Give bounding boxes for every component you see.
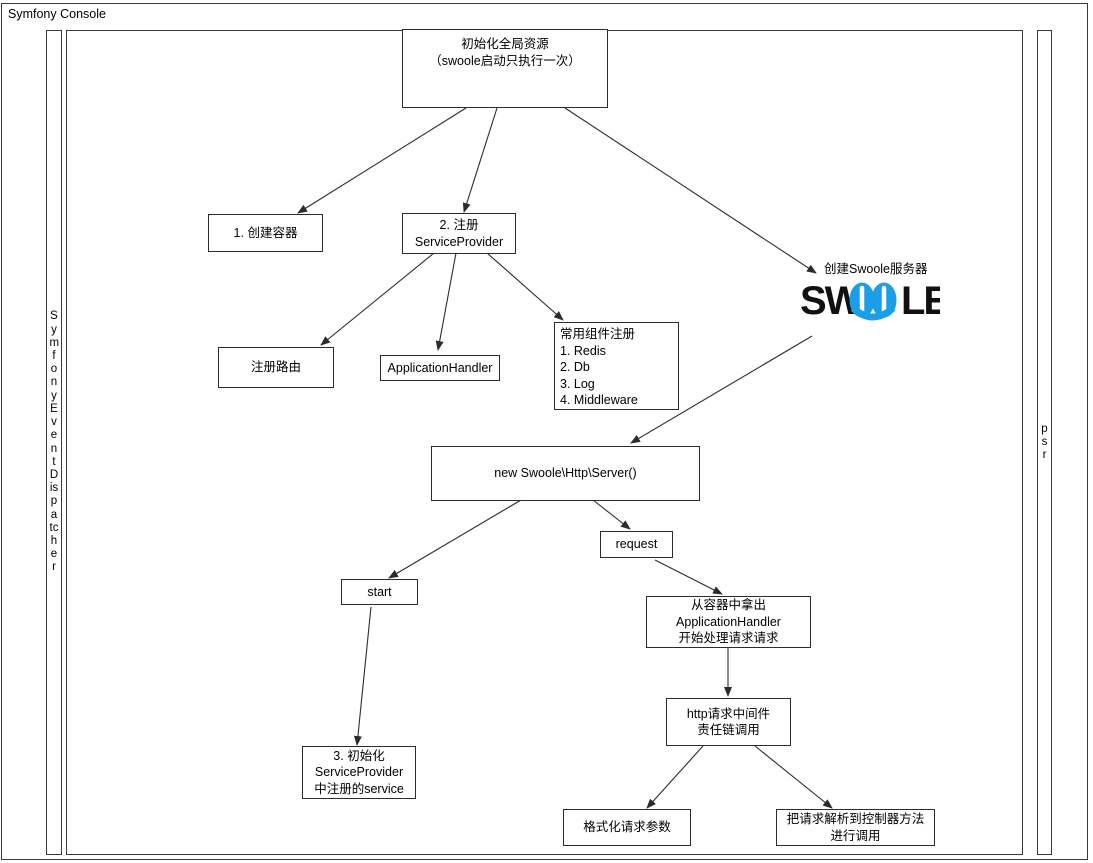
right-column-label: psr (1041, 422, 1048, 462)
left-column-symfony-event-dispatcher: SymfonyEventDispatcher (46, 30, 62, 855)
node-register-route[interactable]: 注册路由 (218, 347, 334, 388)
node-new-swoole-http-server[interactable]: new Swoole\Http\Server() (431, 446, 700, 501)
node-application-handler[interactable]: ApplicationHandler (380, 355, 500, 381)
node-middleware-line-2: 责任链调用 (697, 723, 760, 737)
node-request-label: request (615, 537, 658, 552)
node-format-request-params[interactable]: 格式化请求参数 (563, 809, 691, 846)
node-start-label: start (367, 584, 392, 599)
node-fetch-handler-line-1: 从容器中拿出 (690, 598, 766, 613)
node-middleware-line-1: http请求中间件 (686, 706, 771, 721)
swoole-caption: 创建Swoole服务器 (824, 262, 928, 276)
right-column-psr: psr (1037, 30, 1052, 855)
node-components-item-3: 3. Log (560, 376, 595, 391)
outer-frame (1, 3, 1088, 860)
node-init-global-resources[interactable]: 初始化全局资源 （swoole启动只执行一次） (402, 29, 608, 108)
node-components-item-2: 2. Db (560, 360, 590, 374)
node-components-item-4: 4. Middleware (560, 393, 638, 407)
node-register-route-label: 注册路由 (250, 360, 301, 375)
node-init-line-1: 初始化全局资源 (461, 37, 549, 51)
left-column-label: SymfonyEventDispatcher (49, 310, 60, 574)
node-start[interactable]: start (341, 579, 418, 605)
node-components-item-1: 1. Redis (560, 343, 606, 358)
node-init-registered-services[interactable]: 3. 初始化 ServiceProvider 中注册的service (302, 746, 416, 799)
frame-title: Symfony Console (8, 7, 106, 21)
node-init-services-line-2: ServiceProvider (314, 765, 404, 780)
node-init-services-line-1: 3. 初始化 (333, 748, 385, 763)
node-dispatch-line-2: 进行调用 (830, 828, 881, 843)
node-create-container-label: 1. 创建容器 (233, 225, 298, 240)
node-init-services-line-3: 中注册的service (314, 781, 404, 796)
node-common-components[interactable]: 常用组件注册 1. Redis 2. Db 3. Log 4. Middlewa… (554, 322, 679, 410)
node-register-provider-line-2: ServiceProvider (414, 234, 504, 249)
inner-frame (66, 30, 1023, 855)
node-new-server-label: new Swoole\Http\Server() (494, 466, 637, 481)
node-init-line-2: （swoole启动只执行一次） (429, 53, 581, 68)
node-request[interactable]: request (600, 531, 673, 558)
node-application-handler-label: ApplicationHandler (387, 360, 493, 375)
swoole-logo-oo-mark (849, 282, 897, 321)
node-components-title: 常用组件注册 (560, 327, 636, 341)
node-http-middleware-chain[interactable]: http请求中间件 责任链调用 (666, 698, 791, 746)
node-format-params-label: 格式化请求参数 (583, 820, 671, 835)
swoole-logo-icon: SW LE (800, 279, 940, 322)
node-create-container[interactable]: 1. 创建容器 (208, 214, 323, 252)
swoole-logo-text-right: LE (901, 279, 940, 322)
node-register-service-provider[interactable]: 2. 注册 ServiceProvider (402, 213, 516, 254)
node-fetch-handler-line-3: 开始处理请求请求 (678, 631, 779, 646)
node-fetch-application-handler[interactable]: 从容器中拿出 ApplicationHandler 开始处理请求请求 (646, 596, 811, 648)
swoole-logo-group: 创建Swoole服务器 SW LE (800, 262, 948, 322)
node-dispatch-to-controller[interactable]: 把请求解析到控制器方法 进行调用 (776, 809, 935, 846)
node-fetch-handler-line-2: ApplicationHandler (676, 614, 781, 629)
node-register-provider-line-1: 2. 注册 (439, 218, 479, 232)
node-dispatch-line-1: 把请求解析到控制器方法 (786, 812, 925, 826)
